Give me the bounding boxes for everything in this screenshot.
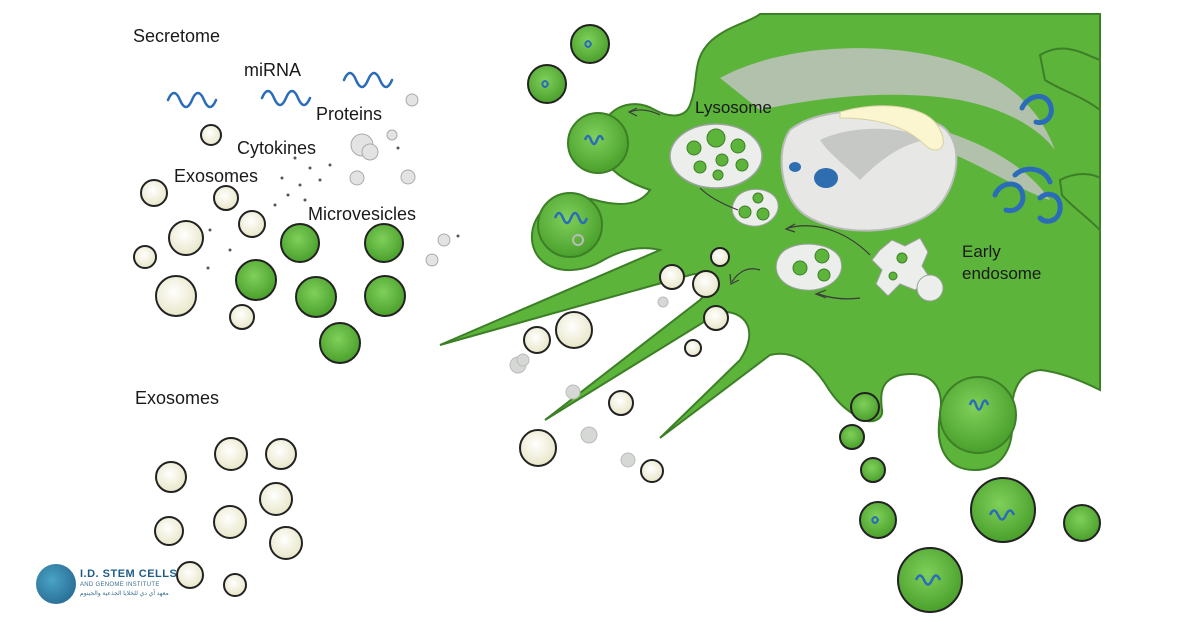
microvesicle — [839, 424, 865, 450]
mirna-strands — [166, 71, 394, 109]
label-exosomes-top: Exosomes — [174, 166, 259, 186]
dna-globe-icon — [36, 564, 76, 604]
mitochondria — [992, 94, 1063, 224]
exosome — [519, 429, 557, 467]
microvesicle — [860, 457, 886, 483]
released-microvesicles — [527, 24, 1101, 613]
label-endosome: endosome — [962, 264, 1042, 283]
microvesicle — [859, 501, 897, 539]
exosome — [684, 339, 702, 357]
label-exosomes-bottom: Exosomes — [135, 388, 220, 408]
nucleus-chromatin — [820, 128, 925, 180]
secretome-microvesicles — [235, 223, 406, 364]
late-endosome — [731, 189, 779, 227]
logo-subtitle: AND GENOME INSTITUTE — [80, 582, 160, 588]
microvesicle — [850, 392, 880, 422]
exosome-panel — [154, 437, 303, 597]
proteins-cluster — [349, 93, 451, 267]
label-microvesicles: Microvesicles — [308, 204, 417, 224]
exosome — [608, 390, 634, 416]
exosome — [692, 270, 720, 298]
exosome — [659, 264, 685, 290]
label-early: Early — [962, 242, 1001, 261]
nucleolus — [814, 168, 838, 188]
label-cytokines: Cytokines — [237, 138, 317, 158]
cell-protrusion — [1058, 173, 1101, 233]
logo-arabic: معهد آي دي للخلايا الجذعية والجينوم — [80, 591, 169, 597]
exosome — [523, 326, 551, 354]
exosome — [703, 305, 729, 331]
microvesicle — [970, 477, 1036, 543]
early-endosome — [871, 237, 944, 302]
microvesicle — [1063, 504, 1101, 542]
endoplasmic-reticulum — [720, 48, 1055, 150]
mesenchymal-cell — [439, 13, 1101, 472]
nucleolus — [789, 162, 801, 172]
label-proteins: Proteins — [316, 104, 383, 124]
golgi-apparatus — [839, 105, 944, 151]
trafficking-arrows — [699, 187, 871, 300]
cytokine-dots — [206, 146, 460, 270]
institute-logo: I.D. STEM CELLS AND GENOME INSTITUTE معه… — [36, 562, 186, 612]
golgi-band — [940, 130, 1050, 200]
exosome — [710, 247, 730, 267]
microvesicle — [527, 64, 567, 104]
multivesicular-body — [775, 243, 843, 291]
logo-title: I.D. STEM CELLS — [80, 568, 178, 580]
label-lysosome: Lysosome — [695, 98, 772, 117]
secretome-exosomes — [133, 124, 266, 330]
microvesicle — [897, 547, 963, 613]
cell-protrusion — [1038, 47, 1101, 112]
label-secretome: Secretome — [133, 26, 221, 46]
released-proteins — [509, 296, 669, 468]
label-mirna: miRNA — [244, 60, 301, 80]
budding-microvesicle — [537, 112, 1017, 454]
exosome — [555, 311, 593, 349]
lysosome — [669, 123, 763, 189]
exosome — [640, 459, 664, 483]
release-arrows — [627, 107, 761, 285]
microvesicle — [570, 24, 610, 64]
released-exosomes — [519, 247, 730, 483]
